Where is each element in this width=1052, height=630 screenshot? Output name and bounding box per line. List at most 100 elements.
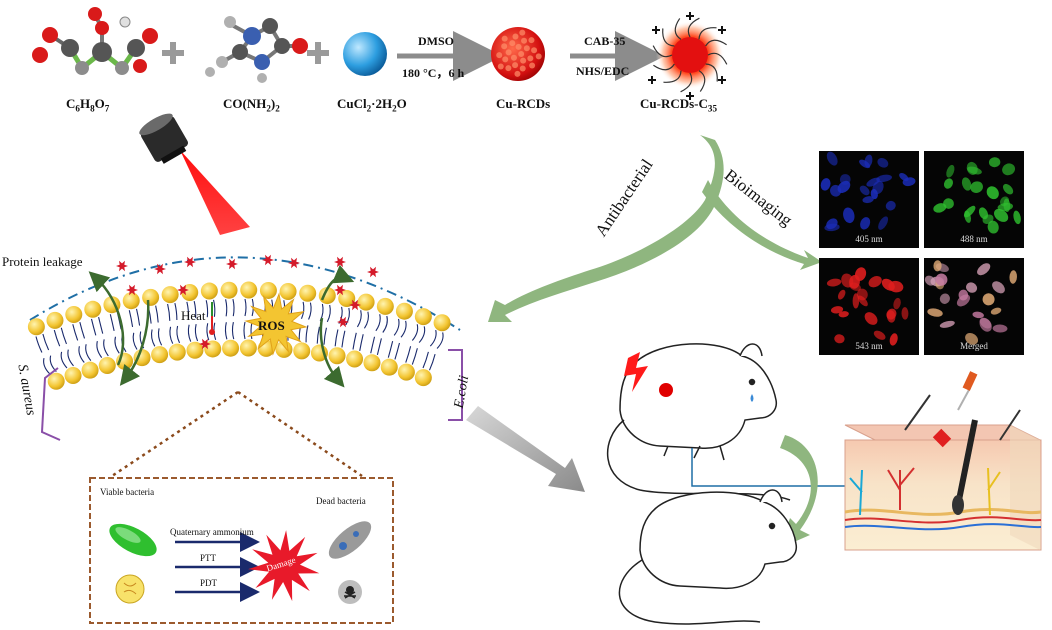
surfactant-tail (687, 17, 700, 38)
lipid-head (433, 314, 451, 332)
lipid-tail (323, 327, 327, 345)
cell (885, 200, 896, 211)
cell (866, 177, 880, 187)
nanoparticle-marker (349, 299, 361, 311)
lipid-tail (53, 329, 61, 347)
dead-coccus-bacterium (338, 580, 362, 604)
lipid-tail (436, 332, 444, 349)
surface-dot (519, 29, 526, 36)
lipid-tail (67, 349, 74, 367)
cell (881, 278, 895, 291)
nanoparticle-marker (334, 256, 346, 268)
reagent-formula: CO(NH2)2 (223, 96, 280, 114)
cell (878, 216, 889, 230)
surfactant-tail (652, 45, 673, 58)
cell (820, 178, 831, 191)
cell (872, 180, 884, 195)
lipid-tail (225, 299, 228, 317)
lipid-head (84, 300, 102, 318)
leakage-arrow (319, 317, 345, 388)
lipid-tail (176, 325, 181, 344)
lipid-head (47, 372, 65, 390)
micrograph-image (924, 258, 1024, 355)
nanoparticle-marker (154, 263, 166, 275)
lipid-head (81, 361, 99, 379)
lipid-tail (244, 298, 247, 317)
lipid-head (380, 358, 398, 376)
surface-dot (535, 53, 542, 60)
cell (876, 174, 892, 183)
lipid-head (239, 339, 257, 357)
lipid-head (397, 363, 415, 381)
cell (886, 310, 896, 323)
laser-source-icon (139, 113, 250, 235)
cell (852, 293, 860, 309)
lipid-tail (157, 328, 163, 346)
lipid-head (122, 292, 140, 310)
cell (834, 334, 845, 344)
lipid-tail (224, 322, 228, 340)
zoom-cone (111, 390, 363, 478)
lipid-head (151, 346, 169, 364)
cell (862, 196, 874, 204)
surface-dot (509, 40, 516, 47)
lipid-tail (405, 346, 412, 363)
lipid-tail (418, 326, 426, 343)
dropper-icon (957, 371, 978, 411)
lipid-tail (308, 302, 312, 320)
viable-coccus-bacterium (115, 574, 145, 604)
thermometer-icon (209, 302, 215, 335)
lipid-head (240, 281, 258, 299)
lipid-tail (334, 329, 339, 347)
product2-label: Cu-RCDs-C35 (640, 96, 717, 114)
surfactant-tail (705, 39, 727, 47)
surfactant-tail (662, 28, 675, 47)
treated-mouse (606, 343, 791, 501)
lipid-tail (363, 311, 369, 329)
to-mouse-arrow (466, 406, 585, 492)
cell (838, 311, 849, 318)
lipid-head (414, 369, 432, 387)
surfactant-tail (705, 63, 718, 82)
nanoparticle-marker (126, 284, 138, 296)
lipid-head (186, 341, 204, 359)
cell (841, 273, 854, 288)
surface-dot (510, 54, 517, 61)
cell (830, 306, 844, 314)
cell (967, 166, 982, 175)
lipid-tail (150, 329, 156, 347)
reagent-label-citric-acid: C6H8O7 (66, 96, 109, 114)
pdt-label: PDT (200, 578, 218, 588)
lipid-tail (169, 326, 174, 344)
cell (1013, 210, 1021, 225)
micrograph-caption: 488 nm (960, 234, 988, 244)
lipid-head (220, 281, 238, 299)
nanoparticle-marker (116, 260, 128, 272)
urea-molecule (205, 16, 308, 83)
step2-bottom-label: NHS/EDC (576, 64, 630, 78)
micrograph-543: 543 nm (819, 258, 919, 355)
lipid-tail (231, 321, 235, 340)
cell (946, 164, 955, 178)
lipid-head (133, 349, 151, 367)
e-coli-bracket (448, 349, 463, 421)
positive-charge-icon (648, 76, 656, 84)
micrograph-caption: Merged (960, 341, 988, 351)
lipid-tail (393, 318, 400, 336)
lipid-tail (186, 301, 190, 319)
surface-dot (521, 37, 528, 44)
lipid-head (299, 284, 317, 302)
surfactant-tail (707, 52, 728, 65)
positive-charge-icon (718, 76, 726, 84)
cell (990, 307, 1002, 315)
cell (1009, 270, 1017, 284)
lipid-tail (98, 316, 104, 334)
cell (987, 220, 999, 234)
cell (864, 154, 873, 168)
cell (982, 293, 995, 306)
cell (924, 275, 936, 286)
lightning-icon (624, 352, 648, 392)
surface-dot (529, 62, 536, 69)
lipid-tail (128, 310, 134, 328)
lipid-tail (341, 330, 346, 348)
